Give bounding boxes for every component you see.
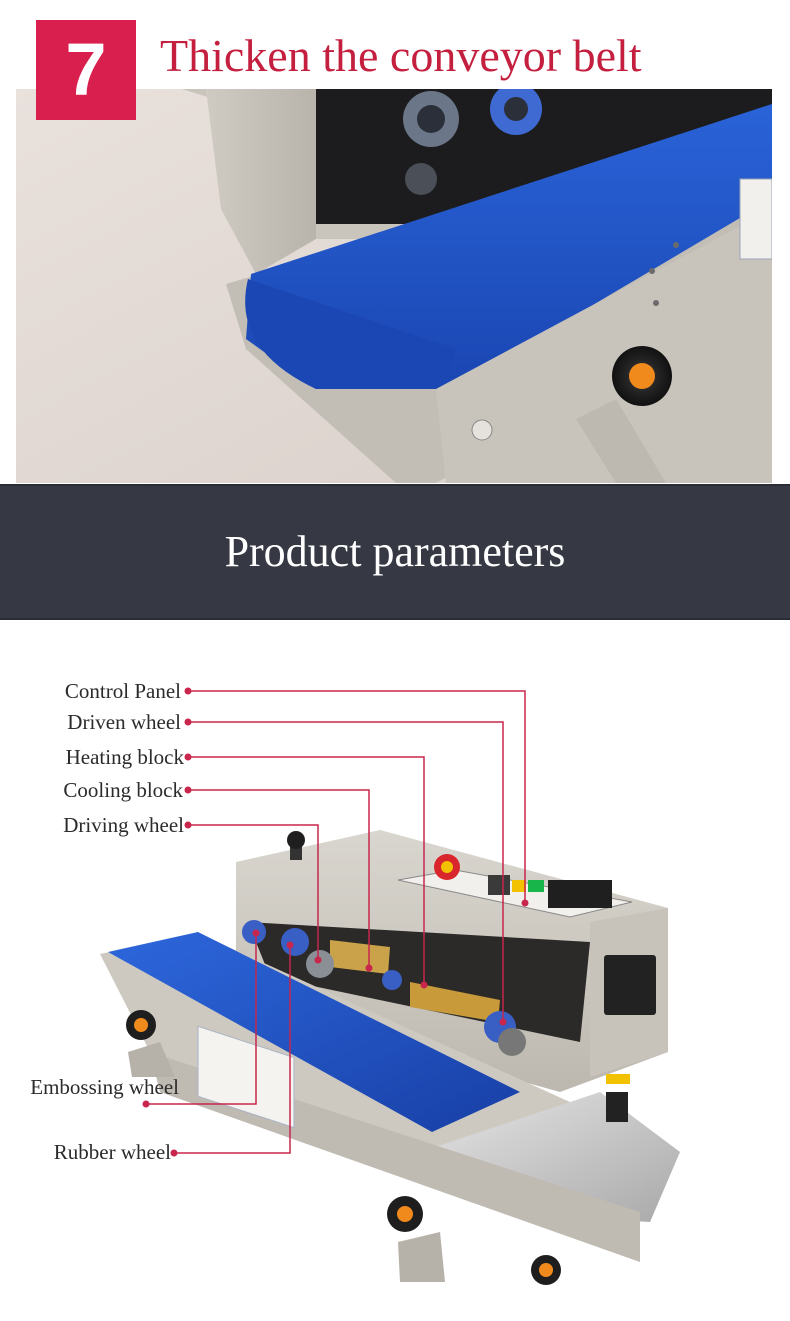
section-title: Thicken the conveyor belt <box>160 30 642 81</box>
banner-title: Product parameters <box>224 527 566 576</box>
label-control-panel: Control Panel <box>64 679 181 703</box>
label-heating-block: Heating block <box>65 745 184 769</box>
section-number-badge: 7 <box>36 20 136 120</box>
label-driven-wheel: Driven wheel <box>67 710 181 734</box>
conveyor-belt-photo <box>16 89 772 483</box>
label-embossing-wheel: Embossing wheel <box>30 1075 179 1099</box>
label-rubber-wheel: Rubber wheel <box>53 1140 171 1164</box>
label-driving-wheel: Driving wheel <box>63 813 184 837</box>
label-cooling-block: Cooling block <box>63 778 183 802</box>
product-parameters-banner <box>0 484 790 620</box>
